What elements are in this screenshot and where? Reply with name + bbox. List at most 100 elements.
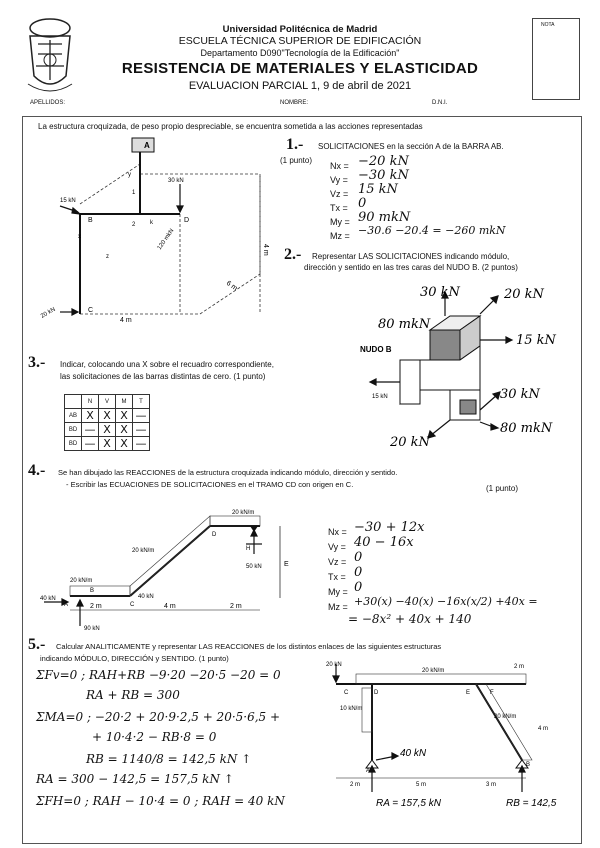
q4-label-mz: Mz = <box>328 602 348 612</box>
node-b-hand-30kn-b: 30 kN <box>500 387 541 402</box>
table-cell: T <box>132 394 150 409</box>
grade-label: NOTA <box>541 22 555 28</box>
q4-force-40-c: 40 kN <box>138 594 154 600</box>
q5-line-1: ΣFv=0 ; RAH+RB −9·20 −20·5 −20 = 0 <box>36 668 281 682</box>
fig1-axis-z: z <box>106 254 109 260</box>
q1-answer-my: 90 mkN <box>358 210 411 225</box>
q1-answer-nx: −20 kN <box>358 154 409 169</box>
table-row: AB X X X — <box>64 408 150 423</box>
q5-title-2: indicando MÓDULO, DIRECCIÓN y SENTIDO. (… <box>40 654 229 663</box>
table-row: BD — X X — <box>64 422 150 437</box>
q4-label-d: D <box>212 532 217 538</box>
table-cell[interactable]: — <box>132 408 150 423</box>
nudo-b-label: NUDO B <box>360 345 392 354</box>
q4-answer-vy: 40 − 16x <box>354 535 414 550</box>
q3-solicitations-table: N V M T AB X X X — BD — X X — BD — X X — <box>64 394 150 451</box>
q4-answer-mz: +30(x) −40(x) −16x(x/2) +40x = <box>354 595 538 608</box>
node-b-hand-20kn-b: 20 kN <box>389 435 431 450</box>
node-b-hand-30kn: 30 kN <box>420 285 461 300</box>
table-cell[interactable]: X <box>81 408 99 423</box>
table-cell[interactable]: X <box>98 422 116 437</box>
q4-answer-mz-2: = −8x² + 40x + 140 <box>348 612 472 626</box>
q1-answer-vy: −30 kN <box>358 168 409 183</box>
node-b-hand-20kn: 20 kN <box>503 287 545 302</box>
q4-load-20-top: 20 kN/m <box>232 510 254 516</box>
q5-label-f: F <box>490 690 494 696</box>
q4-force-90: 90 kN <box>84 626 100 632</box>
fig1-force-15: 15 kN <box>60 198 76 204</box>
q5-label-c: C <box>344 690 349 696</box>
q1-number: 1.- <box>286 136 304 153</box>
q4-answer-vz: 0 <box>354 550 363 565</box>
q5-dim-2m-top: 2 m <box>514 664 524 670</box>
table-cell[interactable]: X <box>115 422 133 437</box>
fig1-mark-1: 1 <box>132 190 136 196</box>
fig1-label-d: D <box>184 217 189 224</box>
fig1-dim-4m: 4 m <box>120 317 132 324</box>
q4-dim-2m-b: 2 m <box>230 603 242 610</box>
table-cell[interactable]: X <box>98 436 116 451</box>
table-cell[interactable]: — <box>81 436 99 451</box>
q4-dim-4m: 4 m <box>164 603 176 610</box>
q5-line-3: ΣMA=0 ; −20·2 + 20·9·2,5 + 20·5·6,5 + <box>36 710 281 724</box>
fig1-axis-y: y <box>128 172 131 178</box>
table-cell[interactable]: X <box>115 436 133 451</box>
q4-label-my: My = <box>328 587 348 597</box>
fig1-label-c: C <box>88 307 93 314</box>
q4-label-a: A <box>64 602 68 608</box>
q4-answer-my: 0 <box>354 580 363 595</box>
table-cell: AB <box>64 408 82 423</box>
node-b-force-15: 15 kN <box>372 394 388 400</box>
q4-label-tx: Tx = <box>328 572 346 582</box>
q4-load-20-diag: 20 kN/m <box>132 548 154 554</box>
q1-answer-tx: 0 <box>358 196 367 211</box>
department-name: Departamento D090"Tecnología de la Edifi… <box>200 48 400 58</box>
q5-load-20-top: 20 kN/m <box>422 668 444 674</box>
q5-dim-2m: 2 m <box>350 782 360 788</box>
q4-title: Se han dibujado las REACCIONES de la est… <box>58 468 398 477</box>
q4-answer-nx: −30 + 12x <box>354 520 425 535</box>
grade-box: NOTA <box>532 18 580 100</box>
q4-load-20-left: 20 kN/m <box>70 578 92 584</box>
table-cell: N <box>81 394 99 409</box>
fig1-label-b: B <box>88 217 93 224</box>
node-b-hand-15kn: 15 kN <box>516 333 557 348</box>
q5-hand-ra: RA = 157,5 kN <box>376 798 442 809</box>
q4-label-b: B <box>90 588 94 594</box>
node-b-figure: NUDO B 15 kN 30 kN 20 kN 80 mkN 15 kN 30… <box>360 285 557 450</box>
q5-force-20kn: 20 kN <box>326 662 342 668</box>
q1-label-nx: Nx = <box>330 161 349 171</box>
fig1-axis-x: x <box>78 234 81 240</box>
table-cell[interactable]: — <box>132 422 150 437</box>
q5-handwritten-solution: ΣFv=0 ; RAH+RB −9·20 −20·5 −20 = 0 RA + … <box>36 668 326 814</box>
exam-title: EVALUACION PARCIAL 1, 9 de abril de 2021 <box>188 80 412 92</box>
table-cell[interactable]: X <box>98 408 116 423</box>
exam-frame <box>22 116 582 844</box>
q4-label-c: C <box>130 602 135 608</box>
q5-line-2: RA + RB = 300 <box>86 688 180 702</box>
q5-hand-40kn: 40 kN <box>400 748 427 759</box>
q5-line-6: RA = 300 − 142,5 = 157,5 kN ↑ <box>36 772 234 786</box>
q4-dim-e: E <box>284 561 289 568</box>
table-cell: M <box>115 394 133 409</box>
q1-label-mz: Mz = <box>330 231 350 241</box>
table-cell[interactable]: X <box>115 408 133 423</box>
q4-title-2: - Escribir las ECUACIONES DE SOLICITACIO… <box>66 480 354 489</box>
q4-label-vy: Vy = <box>328 542 346 552</box>
table-cell[interactable]: — <box>81 422 99 437</box>
q4-dim-2m: 2 m <box>90 603 102 610</box>
q5-hand-rb: RB = 142,5 <box>506 798 557 809</box>
q5-frame-figure: 20 kN 20 kN/m 10 kN/m 20 kN/m 2 m 2 m 5 … <box>326 662 557 809</box>
q5-load-10: 10 kN/m <box>340 706 362 712</box>
q5-load-20-diag: 20 kN/m <box>494 714 516 720</box>
school-seal <box>27 18 73 92</box>
q2-title-2: dirección y sentido en las tres caras de… <box>304 263 518 272</box>
q5-title: Calcular ANALITICAMENTE y representar LA… <box>56 642 442 651</box>
q1-answer-mz: −30.6 −20.4 = −260 mkN <box>358 224 506 237</box>
q1-answer-vz: 15 kN <box>358 182 398 197</box>
table-cell[interactable]: — <box>132 436 150 451</box>
course-title: RESISTENCIA DE MATERIALES Y ELASTICIDAD <box>121 60 479 77</box>
q1-points: (1 punto) <box>280 156 313 165</box>
q4-label-h: H <box>246 546 250 552</box>
table-cell: BD <box>64 422 82 437</box>
